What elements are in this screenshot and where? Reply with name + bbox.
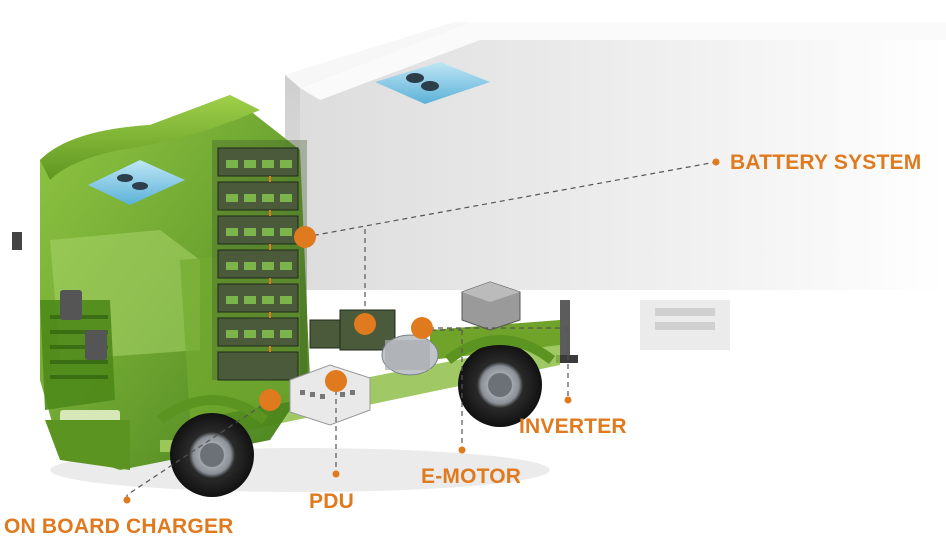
front-wheel xyxy=(170,413,254,497)
battery-marker xyxy=(294,226,316,248)
inverter-box xyxy=(462,282,520,330)
label-pdu: PDU xyxy=(309,491,354,512)
label-e-motor: E-MOTOR xyxy=(421,466,521,487)
trailer xyxy=(285,22,946,350)
e-motor-unit xyxy=(382,335,438,375)
label-battery-system: BATTERY SYSTEM xyxy=(730,152,921,173)
pdu-marker xyxy=(325,370,347,392)
label-inverter: INVERTER xyxy=(519,416,627,437)
obc-marker xyxy=(259,389,281,411)
battery-side-marker xyxy=(354,313,376,335)
emotor-marker xyxy=(411,317,433,339)
label-on-board-charger: ON BOARD CHARGER xyxy=(4,516,234,537)
